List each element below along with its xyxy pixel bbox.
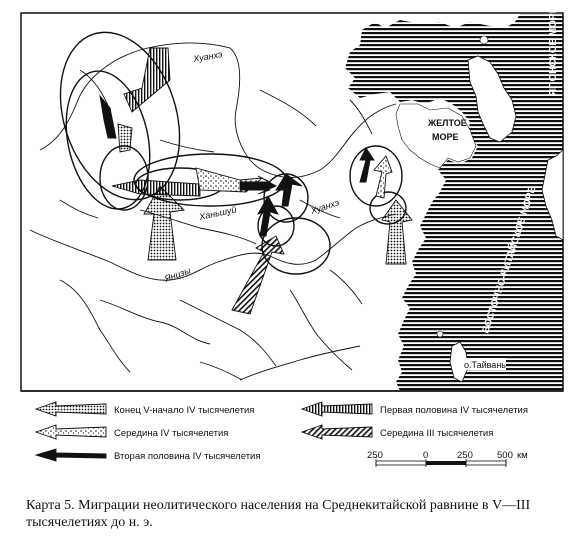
sea-area bbox=[345, 14, 564, 391]
legend-label-mid-iv: Середина IV тысячелетия bbox=[114, 428, 228, 439]
scale-tick-1: 0 bbox=[423, 450, 428, 461]
label-yangtze: Янцзы bbox=[162, 265, 192, 284]
arrow-dotted-south bbox=[143, 185, 185, 261]
legend-symbols bbox=[34, 401, 373, 462]
legend-arrow-mid-iii bbox=[300, 424, 373, 440]
arrow-speckled-east bbox=[373, 155, 393, 199]
migration-arrows bbox=[99, 47, 413, 315]
zone-west-upper bbox=[65, 70, 151, 210]
arrow-dotted-west bbox=[117, 123, 133, 153]
label-yellow-sea-1: ЖЕЛТОЕ bbox=[427, 118, 467, 128]
label-huanghe-north: Хуанхэ bbox=[192, 49, 224, 64]
scale-tick-2: 250 bbox=[457, 450, 473, 461]
arrow-solid-huanghe bbox=[275, 173, 303, 207]
zone-west-outer bbox=[59, 31, 181, 201]
zone-west-lower bbox=[99, 145, 149, 211]
japan-coast bbox=[541, 149, 564, 241]
zone-shandong-lower bbox=[369, 191, 407, 225]
label-hanshui: Ханьшуй bbox=[197, 204, 237, 222]
taiwan-island bbox=[449, 341, 469, 383]
huanghe-river bbox=[39, 42, 397, 178]
arrow-early-iv-north bbox=[123, 47, 171, 113]
legend-label-mid-iii: Середина III тысячелетия bbox=[380, 428, 493, 439]
yangtze-river bbox=[29, 213, 397, 281]
scale-bar bbox=[375, 459, 507, 467]
legend-arrow-late-iv bbox=[34, 448, 107, 462]
legend-label-early-iv: Первая половина IV тысячелетия bbox=[380, 405, 528, 416]
arrow-solid-yangtze bbox=[257, 195, 279, 237]
arrow-solid-west bbox=[99, 94, 117, 139]
zone-shandong bbox=[349, 145, 403, 207]
korea-peninsula bbox=[467, 55, 517, 143]
scale-unit: км bbox=[517, 450, 528, 461]
arrow-solid-east bbox=[359, 147, 375, 183]
map-caption: Карта 5. Миграции неолитического населен… bbox=[26, 498, 531, 530]
arrow-dotted-east bbox=[381, 199, 413, 265]
arrow-solid-central bbox=[239, 175, 278, 195]
legend-label-late-iv: Вторая половина IV тысячелетия bbox=[114, 451, 261, 462]
arrow-diagonal-south bbox=[231, 235, 285, 315]
legend-arrow-early-iv bbox=[300, 401, 373, 417]
scale-tick-3: 500 bbox=[497, 450, 513, 461]
legend-label-late-v: Конец V-начало IV тысячелетия bbox=[114, 405, 254, 416]
rivers bbox=[29, 42, 397, 381]
label-japan-sea: ЯПОНСКОЕ МОРЕ bbox=[548, 6, 559, 96]
label-huanghe-east: Хуанхэ bbox=[309, 197, 341, 216]
scale-tick-0: 250 bbox=[367, 450, 383, 461]
legend-arrow-mid-iv bbox=[34, 424, 107, 440]
label-taiwan: о.Тайвань bbox=[464, 360, 506, 370]
label-yellow-sea-2: МОРЕ bbox=[432, 132, 459, 142]
legend-arrow-late-v bbox=[34, 401, 107, 417]
